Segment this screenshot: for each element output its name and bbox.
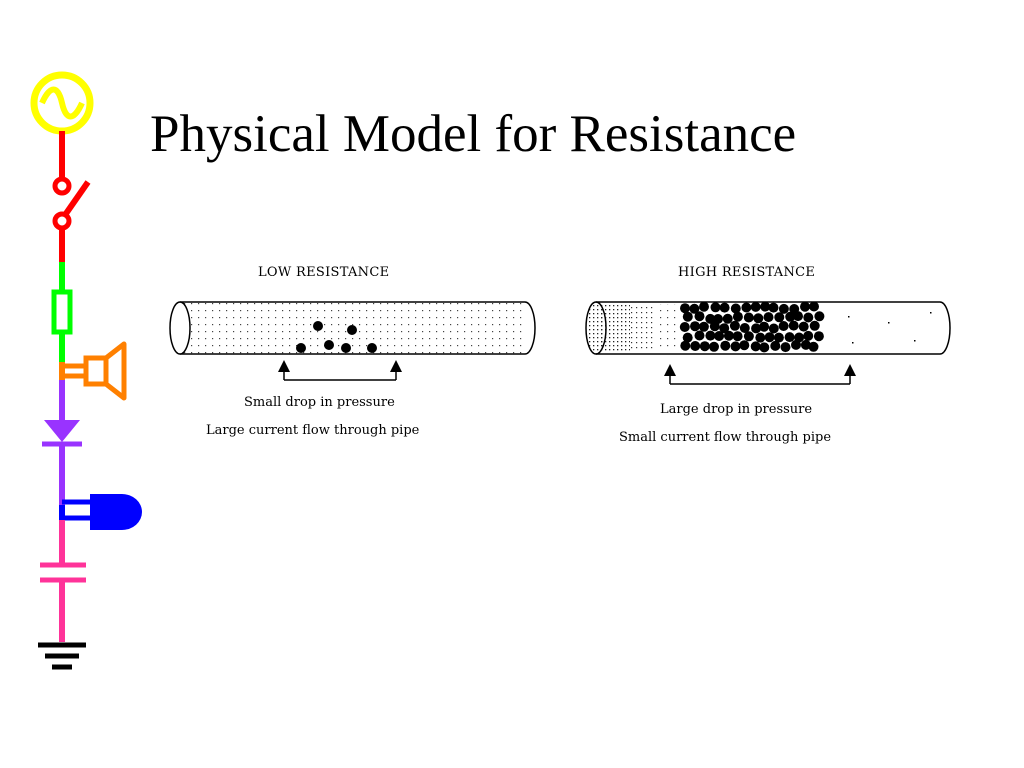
charge-particle — [743, 312, 754, 323]
charge-particle — [719, 302, 730, 313]
charge-particle — [809, 320, 820, 331]
charge-particle — [710, 302, 721, 313]
charge-particle — [679, 322, 690, 332]
charge-particle — [739, 340, 750, 351]
charge-particle — [750, 341, 761, 352]
charge-particle — [759, 342, 770, 353]
charge-particle — [768, 302, 779, 313]
charge-particle — [763, 312, 774, 323]
charge-particle — [778, 321, 789, 331]
switch-icon — [52, 131, 91, 262]
charge-particle — [709, 321, 720, 332]
charge-particle — [705, 313, 716, 324]
charge-particle — [785, 311, 796, 322]
charge-particle — [730, 341, 741, 352]
charge-particle — [682, 311, 693, 322]
high-caption-current: Small current flow through pipe — [619, 430, 832, 445]
charge-particle — [791, 339, 801, 350]
charge-particle — [800, 339, 811, 350]
charge-particle — [732, 331, 743, 342]
charge-particle — [753, 313, 764, 324]
low-resistance-pipe — [169, 301, 536, 355]
lamp-icon — [59, 494, 142, 530]
charge-particle — [705, 330, 716, 341]
charge-particle — [741, 302, 752, 313]
charge-particle — [722, 313, 733, 324]
charge-particle — [814, 311, 825, 322]
low-pressure-arrows — [278, 360, 402, 381]
charge-particle — [768, 323, 779, 334]
charge-particle — [723, 330, 734, 341]
charge-particle — [694, 330, 705, 341]
charge-particle — [760, 301, 771, 312]
charge-particle — [743, 331, 754, 342]
charge-particle — [778, 303, 789, 314]
charge-particles-dense — [679, 301, 825, 353]
circuit-symbol-strip — [30, 71, 142, 670]
low-caption-current: Large current flow through pipe — [206, 423, 420, 438]
charge-particle — [730, 303, 741, 314]
charge-particle — [680, 303, 690, 314]
charge-particle — [809, 301, 819, 312]
charge-particle — [690, 341, 701, 351]
charge-particle — [759, 321, 770, 332]
charge-particle — [690, 321, 700, 332]
charge-particle — [773, 332, 784, 343]
high-resistance-pipe — [585, 301, 951, 355]
charge-particle — [770, 340, 781, 351]
charge-particle — [803, 312, 814, 323]
charge-particle — [788, 320, 799, 331]
charge-particle — [784, 332, 795, 343]
charge-particle — [798, 321, 809, 332]
charge-particle — [751, 323, 762, 334]
charge-particle — [699, 301, 709, 312]
speaker-icon — [59, 341, 127, 401]
charge-particle — [774, 312, 785, 323]
charge-particle — [750, 301, 761, 312]
charge-particle — [689, 303, 700, 314]
charge-particle — [698, 321, 709, 332]
charge-particle — [732, 311, 743, 322]
charge-particle — [699, 341, 710, 352]
charge-particle — [714, 331, 725, 341]
slide-title: Physical Model for Resistance — [150, 105, 797, 163]
high-resistance-heading: HIGH RESISTANCE — [678, 265, 816, 280]
high-caption-pressure: Large drop in pressure — [660, 402, 813, 417]
charge-particle — [800, 301, 810, 312]
high-pressure-arrows — [664, 364, 856, 385]
low-resistance-heading: LOW RESISTANCE — [258, 265, 390, 280]
sparse-particles — [848, 312, 932, 344]
charge-particle — [720, 340, 731, 351]
charge-particle — [755, 332, 766, 343]
charge-particle — [813, 331, 824, 342]
resistor-icon — [51, 262, 73, 362]
charge-particle — [808, 341, 819, 352]
charge-particle — [680, 340, 691, 351]
charge-particle — [709, 341, 719, 352]
charge-particle — [682, 332, 693, 343]
charge-particles — [296, 321, 377, 353]
charge-particle — [739, 323, 750, 333]
ground-icon — [38, 642, 86, 670]
charge-particle — [694, 311, 705, 322]
charge-particle — [803, 330, 814, 341]
diode-icon — [42, 380, 82, 505]
low-caption-pressure: Small drop in pressure — [244, 395, 395, 410]
charge-particle — [719, 323, 730, 334]
capacitor-icon — [40, 520, 86, 642]
charge-particle — [729, 320, 740, 331]
charge-particle — [780, 342, 791, 353]
charge-particle — [764, 332, 775, 343]
charge-particle — [793, 311, 803, 322]
